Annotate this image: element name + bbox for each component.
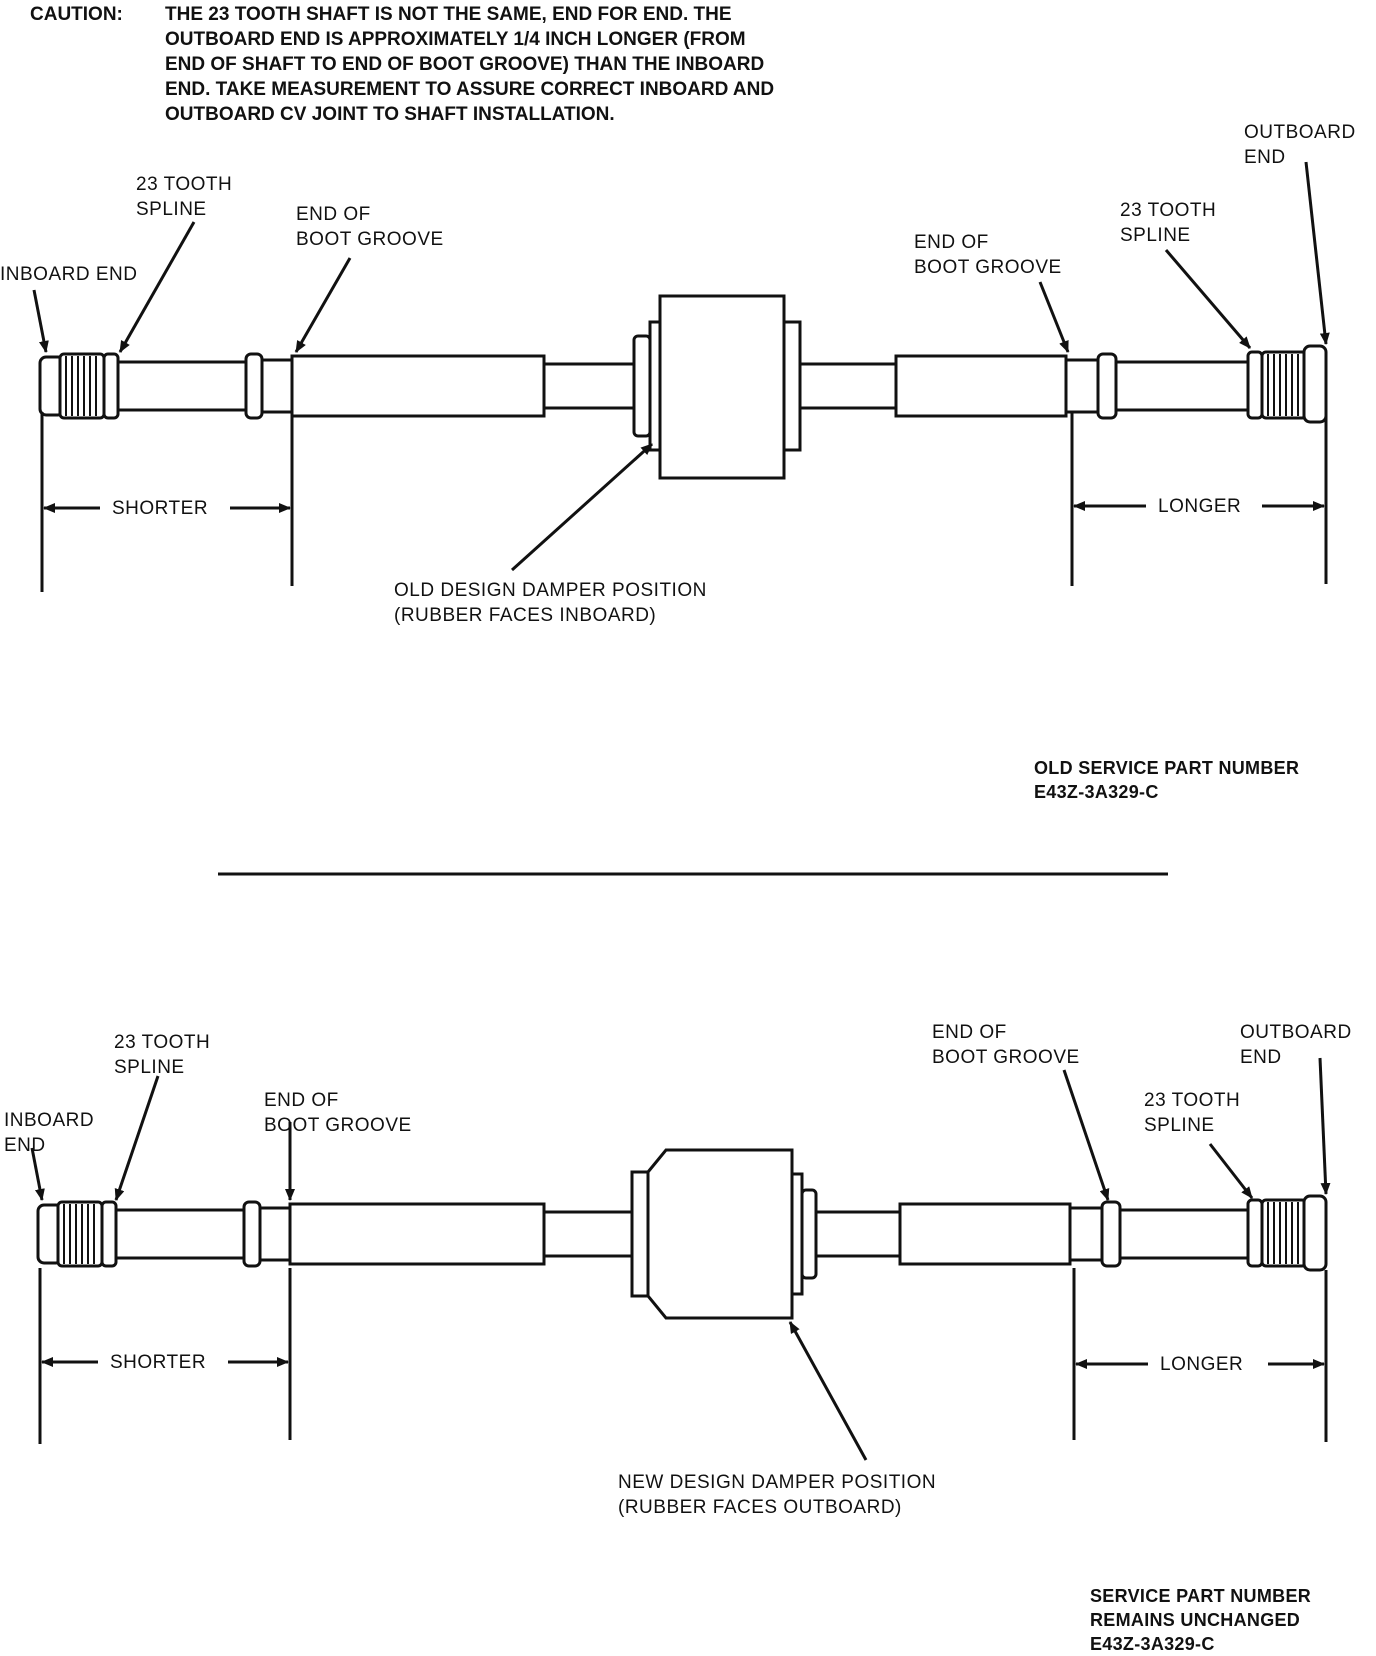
top-spline-left-label: 23 TOOTH SPLINE xyxy=(136,174,233,220)
bottom-leaders xyxy=(30,1057,1331,1461)
top-damper-caption: OLD DESIGN DAMPER POSITION (RUBBER FACES… xyxy=(394,580,707,626)
top-shaft xyxy=(38,294,1328,480)
caution-line: OUTBOARD END IS APPROXIMATELY 1/4 INCH L… xyxy=(165,29,746,50)
top-boot-groove-right-label: END OF BOOT GROOVE xyxy=(914,232,1062,278)
bottom-boot-groove-right-label: END OF BOOT GROOVE xyxy=(932,1022,1080,1068)
caution-line: THE 23 TOOTH SHAFT IS NOT THE SAME, END … xyxy=(165,4,732,25)
caution-line: OUTBOARD CV JOINT TO SHAFT INSTALLATION. xyxy=(165,104,615,125)
bottom-shaft xyxy=(36,1148,1328,1320)
top-inboard-end-label: INBOARD END xyxy=(0,264,138,285)
service-part-number: SERVICE PART NUMBER REMAINS UNCHANGED E4… xyxy=(1090,1586,1312,1654)
caution-line: END OF SHAFT TO END OF BOOT GROOVE) THAN… xyxy=(165,54,765,75)
old-part-number: OLD SERVICE PART NUMBER E43Z-3A329-C xyxy=(1034,758,1300,802)
caution-line: END. TAKE MEASUREMENT TO ASSURE CORRECT … xyxy=(165,79,775,100)
bottom-spline-left-label: 23 TOOTH SPLINE xyxy=(114,1032,211,1078)
bottom-shorter-label: SHORTER xyxy=(106,1352,211,1374)
top-boot-groove-left-label: END OF BOOT GROOVE xyxy=(296,204,444,250)
caution-label: CAUTION: xyxy=(30,4,123,25)
caution-body: THE 23 TOOTH SHAFT IS NOT THE SAME, END … xyxy=(165,2,774,127)
top-dimensions xyxy=(40,412,1328,592)
bottom-damper-caption: NEW DESIGN DAMPER POSITION (RUBBER FACES… xyxy=(618,1472,937,1518)
bottom-dimensions xyxy=(38,1268,1328,1444)
top-spline-right-label: 23 TOOTH SPLINE xyxy=(1120,200,1217,246)
top-shorter-label: SHORTER xyxy=(108,498,213,520)
bottom-inboard-end-label: INBOARD END xyxy=(4,1110,95,1156)
bottom-outboard-end-label: OUTBOARD END xyxy=(1240,1022,1352,1068)
bottom-boot-groove-left-label: END OF BOOT GROOVE xyxy=(264,1090,412,1136)
top-outboard-end-label: OUTBOARD END xyxy=(1244,122,1356,168)
top-leaders xyxy=(32,161,1330,572)
top-longer-label: LONGER xyxy=(1154,496,1246,518)
bottom-longer-label: LONGER xyxy=(1156,1354,1248,1376)
bottom-spline-right-label: 23 TOOTH SPLINE xyxy=(1144,1090,1241,1136)
